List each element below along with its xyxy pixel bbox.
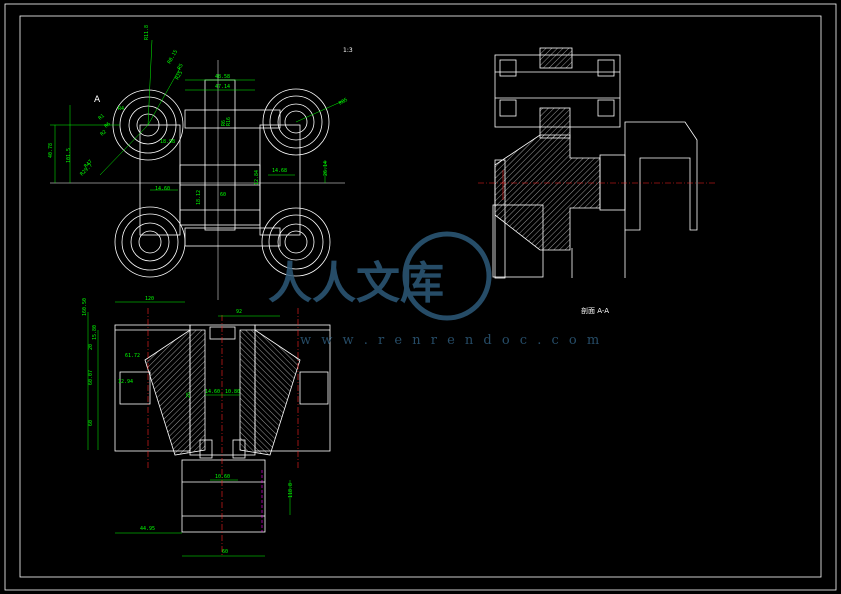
top-view-dimension-texts: R11.8R8.15R5R25R4R1R6R240.78R47R29.748.5…	[48, 25, 349, 205]
dimension-text: R4	[118, 106, 124, 112]
dimension-text: 25	[186, 392, 192, 398]
dimension-text: 48.58	[215, 74, 230, 80]
dimension-text: 60.07	[88, 370, 94, 385]
dimension-text: R6	[103, 121, 111, 129]
dimension-text: 10.80	[225, 389, 240, 395]
dimension-text: 14.68	[272, 168, 287, 174]
dimension-text: 160.50	[82, 298, 88, 316]
dimension-text: 14.60	[205, 389, 220, 395]
dimension-text: 47.14	[215, 84, 230, 90]
watermark-text: 人人文库	[268, 258, 444, 309]
dimension-text: 10.60	[215, 474, 230, 480]
front-view-dimension-texts: 120 92 160.50 15.80 20 60.07 14.60 10.80 60 118.8…	[82, 296, 294, 555]
dimension-text: 44.95	[140, 526, 155, 532]
watermark: 人人文库 w w w . r e n r e n d o c . c o m	[268, 231, 602, 348]
dimension-text: 92	[236, 309, 242, 315]
front-view	[114, 324, 331, 533]
top-view-dimension-lines	[50, 39, 346, 191]
dimension-text: R29.7	[79, 163, 94, 178]
dimension-text: 61.72	[125, 353, 140, 359]
bearing-wheel-bottom-right	[261, 207, 331, 277]
front-view-dimension-lines	[87, 301, 291, 557]
watermark-url: w w w . r e n r e n d o c . c o m	[300, 333, 602, 348]
dimension-text: 20	[88, 344, 94, 350]
dimension-text: 101.5	[66, 148, 72, 163]
dimension-text: R47	[83, 159, 94, 170]
bearing-wheel-bottom-left	[114, 206, 186, 278]
section-label: 剖面 A-A	[581, 306, 609, 315]
dimension-text: 120	[145, 296, 154, 302]
dimension-text: R2	[99, 129, 107, 137]
section-a-a-view	[492, 47, 698, 279]
dimension-text: 118.8	[288, 483, 294, 498]
front-view-centerlines	[147, 308, 299, 556]
outer-frame	[4, 3, 837, 591]
dimension-text: R85	[338, 97, 349, 107]
dimension-text: 60	[220, 192, 226, 198]
dimension-text: R6	[221, 120, 227, 126]
dimension-text: 26.14	[323, 161, 329, 176]
dimension-text: 18.98	[160, 139, 175, 145]
dimension-text: 60	[88, 420, 94, 426]
dimension-text: R25	[175, 70, 185, 81]
scale-note: 1:3	[343, 47, 353, 54]
dimension-text: 18.12	[196, 190, 202, 205]
dimension-text: 12.84	[254, 170, 260, 185]
dimension-text: R11.8	[144, 25, 150, 40]
dimension-text: 60	[222, 549, 228, 555]
dimension-text: R16	[226, 117, 232, 126]
watermark-logo-circle	[402, 231, 492, 321]
view-marker: A	[94, 95, 101, 105]
dimension-text: 40.78	[48, 143, 54, 158]
dimension-text: R5	[177, 63, 185, 71]
dimension-text: R1	[97, 113, 105, 121]
dimension-text: 12.94	[118, 379, 133, 385]
dimension-text: 14.60	[155, 186, 170, 192]
dimension-text: R8.15	[167, 49, 180, 65]
bearing-wheel-top-right	[262, 88, 330, 156]
inner-frame	[19, 15, 822, 578]
dimension-text: 15.80	[92, 325, 98, 340]
